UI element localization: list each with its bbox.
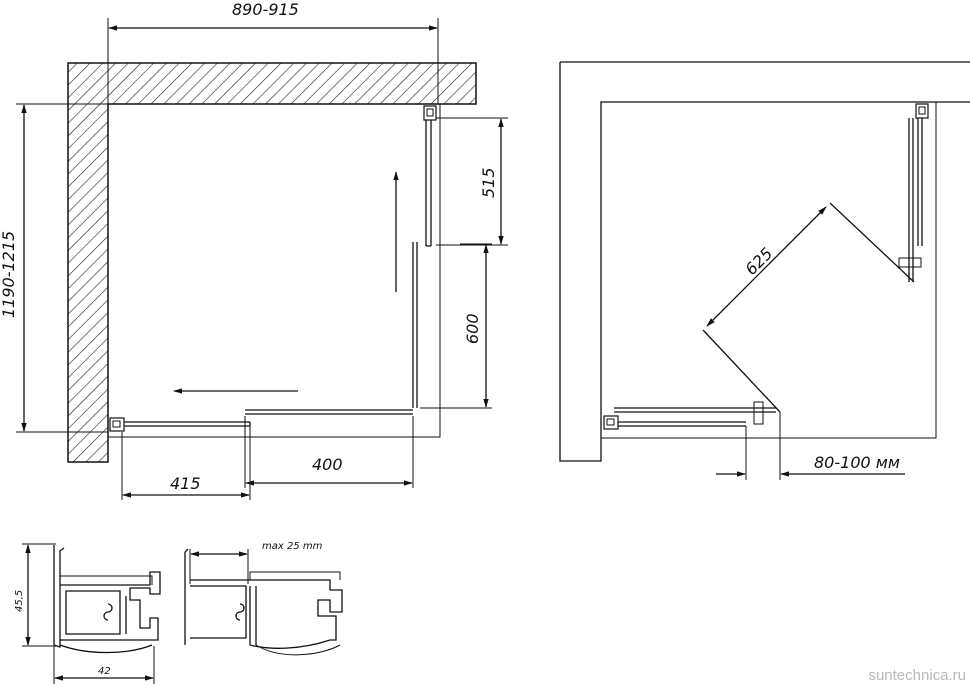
wall-outline <box>559 61 970 462</box>
dim-depth-label: 1190-1215 <box>0 231 18 318</box>
dim-front-left-label: 415 <box>170 474 201 493</box>
opened-door-front <box>702 329 781 413</box>
left-plan <box>16 18 508 500</box>
profile-width-label: 42 <box>98 666 111 677</box>
profile-section-1 <box>22 543 161 684</box>
watermark: suntechnica.ru <box>868 667 966 684</box>
tray-outline-right <box>601 102 937 439</box>
dim-diagonal-label: 625 <box>741 244 776 279</box>
right-plan <box>559 61 970 480</box>
profile-max-label: max 25 mm <box>262 541 323 552</box>
wall-profile-front <box>109 417 125 432</box>
profile-section-2 <box>184 548 343 656</box>
dim-gap-label: 80-100 мм <box>814 453 900 472</box>
dim-side-lower-label: 600 <box>463 313 482 344</box>
wall-profile-right <box>423 105 437 121</box>
tray-outline <box>107 104 441 438</box>
dim-width-label: 890-915 <box>232 0 299 19</box>
dim-side-upper-label: 515 <box>479 167 498 198</box>
opened-door-side <box>829 202 915 283</box>
wall-hatch <box>67 62 477 463</box>
dim-front-right-label: 400 <box>312 455 343 474</box>
profile-height-label: 45,5 <box>14 590 25 612</box>
